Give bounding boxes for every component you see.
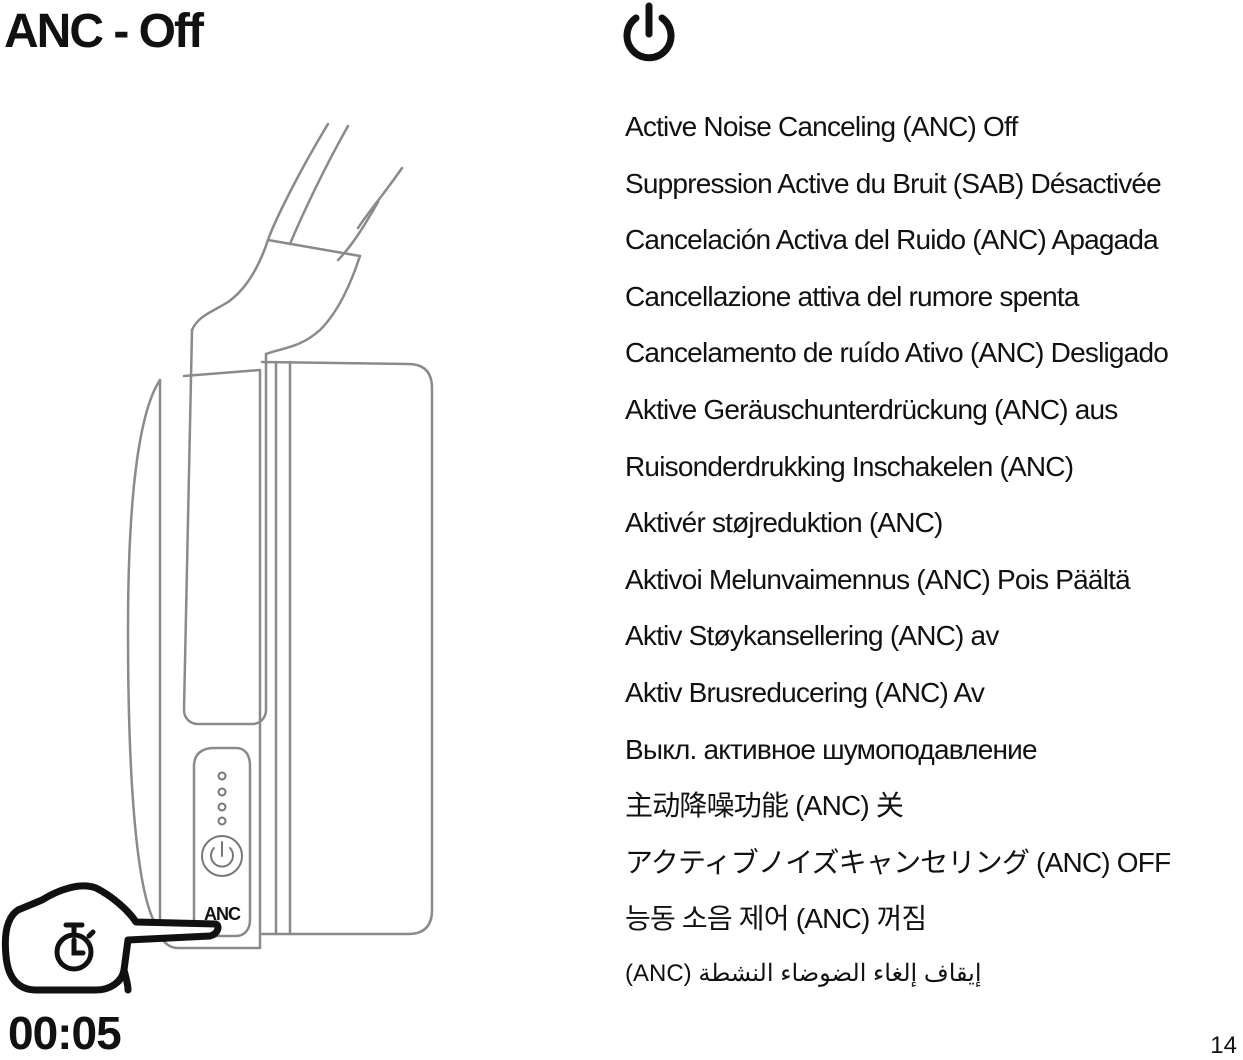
led-indicator	[217, 802, 227, 812]
translation-portuguese: Cancelamento de ruído Ativo (ANC) Deslig…	[625, 337, 1169, 369]
device-power-button	[201, 835, 243, 877]
led-indicator	[217, 816, 227, 826]
translation-spanish: Cancelación Activa del Ruido (ANC) Apaga…	[625, 224, 1159, 256]
led-indicator	[217, 771, 227, 781]
translation-finnish: Aktivoi Melunvaimennus (ANC) Pois Päältä	[625, 563, 1131, 595]
page-title: ANC - Off	[4, 5, 204, 58]
translation-russian: Выкл. активное шумоподавление	[625, 733, 1038, 765]
translation-english: Active Noise Canceling (ANC) Off	[625, 111, 1018, 142]
translation-german: Aktive Geräuschunterdrückung (ANC) aus	[625, 393, 1118, 425]
headband	[190, 122, 330, 332]
pointing-hand-icon	[1, 882, 222, 994]
translation-norwegian: Aktiv Støykansellering (ANC) av	[625, 620, 999, 652]
translation-dutch: Ruisonderdrukking Inschakelen (ANC)	[625, 450, 1074, 482]
power-icon	[623, 2, 675, 62]
translation-chinese: 主动降噪功能 (ANC) 关	[625, 790, 904, 822]
ear-cushion	[260, 360, 434, 936]
earcup-shell	[126, 378, 162, 932]
headphone-illustration: ANC	[1, 122, 434, 994]
stopwatch-icon	[54, 922, 96, 972]
headband-slider	[182, 328, 268, 726]
led-indicator	[217, 787, 227, 797]
anc-button-label: ANC	[204, 904, 241, 924]
translation-swedish: Aktiv Brusreducering (ANC) Av	[625, 676, 985, 708]
hold-time: 00:05	[8, 1007, 122, 1059]
translation-arabic: إيقاف إلغاء الضوضاء النشطة (ANC)	[625, 959, 982, 987]
translation-danish: Aktivér støjreduktion (ANC)	[625, 507, 943, 539]
translation-japanese: アクティブノイズキャンセリング (ANC) OFF	[625, 846, 1171, 878]
translation-italian: Cancellazione attiva del rumore spenta	[625, 280, 1079, 312]
translation-french: Suppression Active du Bruit (SAB) Désact…	[625, 167, 1162, 199]
translation-list: Active Noise Canceling (ANC) Off Suppres…	[625, 110, 1240, 999]
page-number: 14	[1210, 1032, 1237, 1059]
translation-korean: 능동 소음 제어 (ANC) 꺼짐	[625, 903, 927, 935]
